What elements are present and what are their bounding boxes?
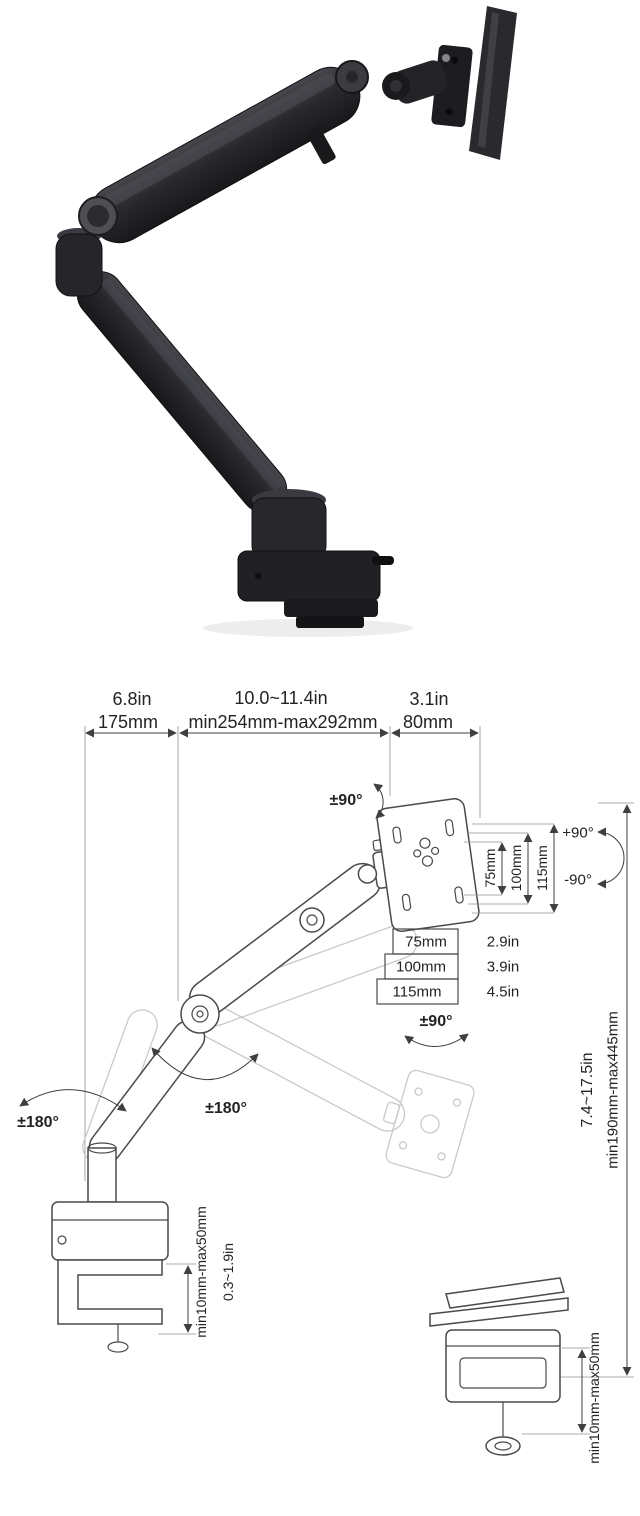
arm-line-art — [88, 839, 392, 1164]
clamp-detail-mm: min10mm-max50mm — [586, 1332, 602, 1464]
clamp-jaw-lower — [296, 616, 364, 628]
height-range-inches: 7.4~17.5in — [579, 1052, 596, 1128]
clamp-range-dimension — [158, 1263, 196, 1335]
vesa-bottom-dimension-boxes — [376, 928, 459, 1005]
dim-top-right-mm: 80mm — [402, 712, 454, 732]
monitor-edge — [469, 6, 517, 160]
vesa-bottom-100-mm: 100mm — [395, 958, 447, 976]
swivel-arc-base — [19, 1089, 127, 1112]
clamp-detail-drawing — [429, 1277, 590, 1456]
arm-end-cap-inner — [346, 71, 358, 83]
vesa-swivel-label: ±90° — [419, 1013, 453, 1030]
dim-top-left-inches: 6.8in — [112, 689, 152, 709]
vesa-bottom-115-in: 4.5in — [486, 983, 520, 1001]
arm-port-inner — [87, 205, 109, 227]
vesa-side-100-label: 100mm — [508, 844, 524, 892]
vesa-bottom-75-in: 2.9in — [486, 933, 520, 951]
vesa-side-dimensions — [464, 823, 559, 914]
housing-screw — [255, 573, 261, 579]
vesa-side-115-label: 115mm — [534, 845, 550, 891]
dimension-diagram — [19, 726, 634, 1456]
vesa-bottom-100-in: 3.9in — [486, 958, 520, 976]
vesa-side-75-label: 75mm — [482, 848, 498, 888]
rotate-minus-label: -90° — [564, 871, 592, 889]
swivel-arc-elbow — [151, 1047, 259, 1080]
vesa-bottom-115-mm: 115mm — [392, 983, 442, 1001]
product-photo — [55, 6, 517, 637]
dim-top-left-mm: 175mm — [97, 712, 159, 732]
dim-top-middle-inches: 10.0~11.4in — [234, 688, 328, 708]
base-swivel-label: ±180° — [17, 1114, 59, 1131]
height-range-mm: min190mm-max445mm — [604, 1011, 622, 1169]
vesa-plate-drawing — [376, 798, 480, 932]
lower-arm — [76, 271, 288, 513]
clamp-range-mm: min10mm-max50mm — [193, 1206, 209, 1338]
elbow-joint — [55, 228, 103, 297]
clamp-range-inches: 0.3~1.9in — [220, 1243, 236, 1301]
rotation-arc — [597, 827, 625, 889]
base-line-art — [51, 1142, 169, 1353]
rotate-plus-label: +90° — [562, 824, 594, 842]
swivel-arc-vesa — [404, 1033, 469, 1047]
tilt-arc-top — [373, 783, 386, 819]
dim-top-right-inches: 3.1in — [409, 689, 449, 709]
pivot-screw — [442, 54, 450, 62]
vesa-bottom-75-mm: 75mm — [405, 933, 447, 951]
head-joint — [382, 60, 448, 104]
cable-clip — [307, 127, 336, 165]
base-pole — [251, 489, 327, 559]
elbow-swivel-label: ±180° — [205, 1100, 247, 1117]
clamp-jaw — [284, 599, 378, 617]
vesa-tilt-label: ±90° — [329, 792, 363, 809]
clamp-lever — [372, 556, 394, 565]
dim-top-middle-mm: min254mm-max292mm — [188, 712, 378, 732]
height-dimension — [560, 802, 634, 1378]
